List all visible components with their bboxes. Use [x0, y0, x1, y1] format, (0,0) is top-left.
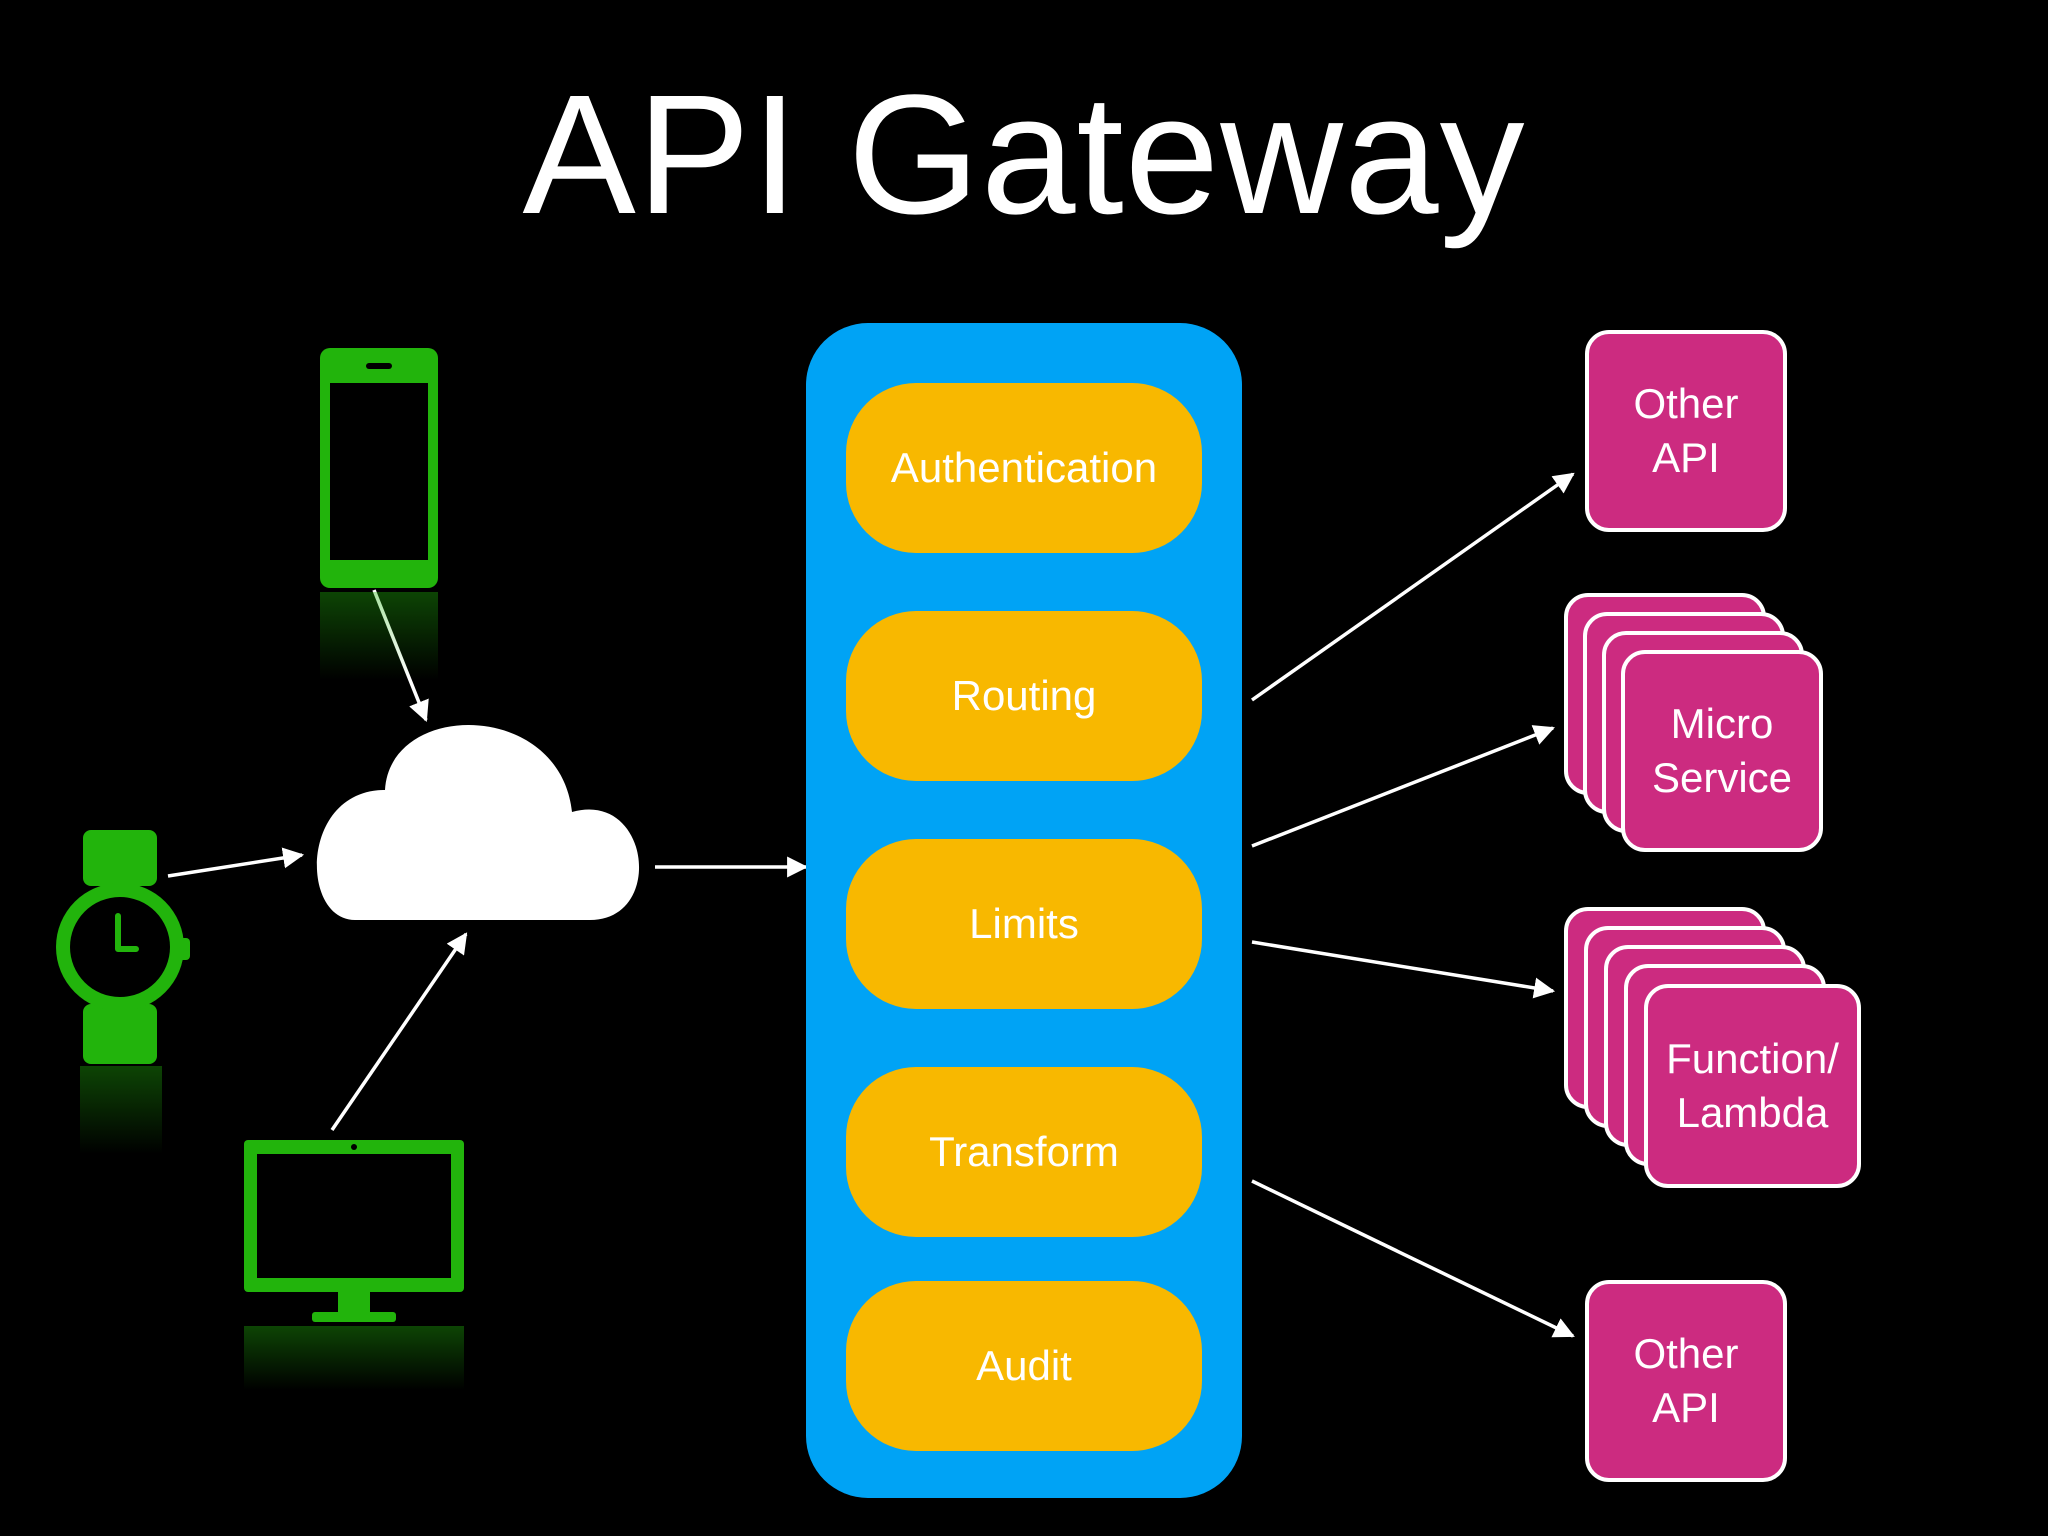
arrow-gateway-to-other-api-top — [1250, 472, 1575, 702]
desktop-monitor-icon — [244, 1140, 464, 1390]
other-api-bottom-box: Other API — [1585, 1280, 1787, 1482]
arrow-gateway-to-other-api-bottom — [1251, 1179, 1575, 1338]
function-lambda-box: Function/ Lambda — [1644, 984, 1861, 1188]
cloud-icon — [316, 725, 640, 920]
arrow-monitor-to-cloud — [330, 932, 468, 1131]
stage-routing: Routing — [846, 611, 1202, 781]
smartphone-icon — [320, 348, 438, 680]
diagram-title: API Gateway — [522, 60, 1526, 250]
stage-audit: Audit — [846, 1281, 1202, 1451]
arrow-watch-to-cloud — [167, 847, 305, 878]
arrow-gateway-to-micro-service — [1251, 725, 1555, 848]
stage-transform: Transform — [846, 1067, 1202, 1237]
smartwatch-icon — [56, 830, 190, 1154]
stage-authentication: Authentication — [846, 383, 1202, 553]
arrow-gateway-to-function-lambda — [1251, 940, 1556, 999]
api-gateway-container: Authentication Routing Limits Transform … — [806, 323, 1242, 1498]
other-api-top-box: Other API — [1585, 330, 1787, 532]
micro-service-box: Micro Service — [1621, 650, 1823, 852]
stage-limits: Limits — [846, 839, 1202, 1009]
